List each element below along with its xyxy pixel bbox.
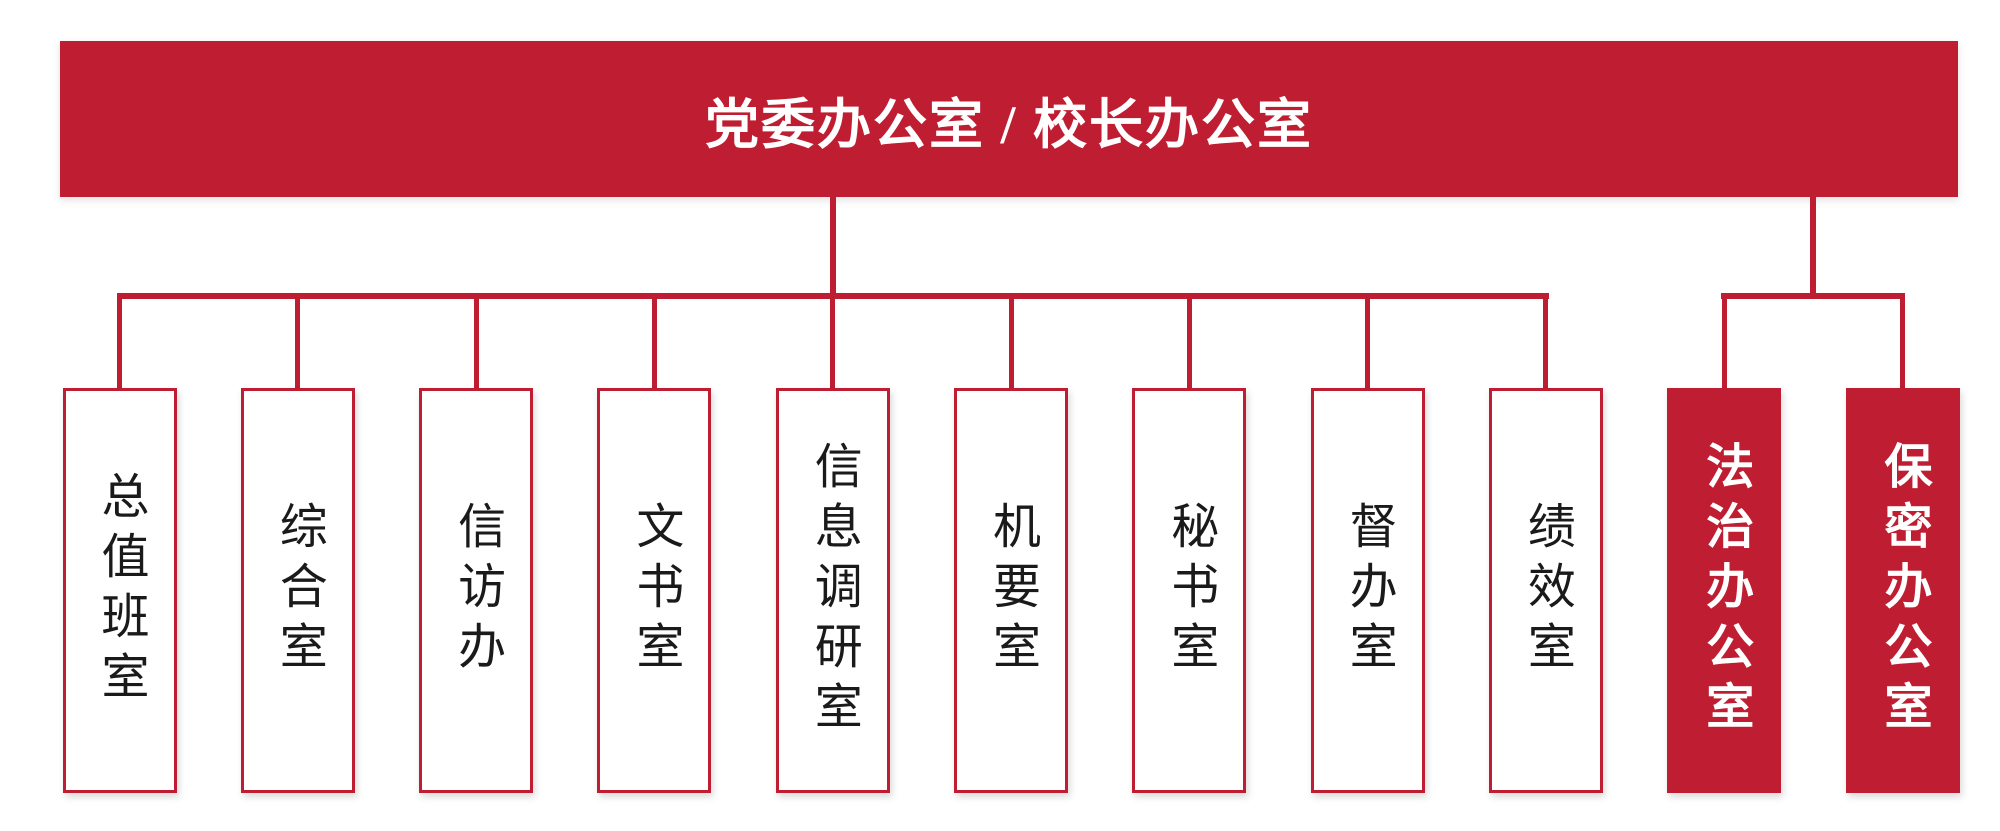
department-node: 文书室 <box>597 388 712 793</box>
department-node-label: 机要室 <box>985 500 1038 681</box>
connector-stub <box>117 293 122 392</box>
department-node: 督办室 <box>1310 388 1425 793</box>
department-node: 总值班室 <box>62 388 177 793</box>
department-node: 信息调研室 <box>775 388 890 793</box>
department-node-label: 信访办 <box>450 500 504 681</box>
root-node: 党委办公室 / 校长办公室 <box>60 41 1958 197</box>
connector-stub <box>1365 293 1371 392</box>
connector-stub <box>1008 293 1014 392</box>
root-node-label: 党委办公室 / 校长办公室 <box>704 94 1313 155</box>
department-node-label: 保密办公室 <box>1876 440 1930 741</box>
connector-stub <box>830 293 836 392</box>
connector-stub <box>1900 293 1905 392</box>
department-node: 机要室 <box>954 388 1068 793</box>
connector-trunk-right <box>1810 197 1817 299</box>
department-node-label: 法治办公室 <box>1698 440 1752 741</box>
connector-stub <box>1721 293 1727 392</box>
department-node-label: 文书室 <box>628 500 682 681</box>
department-node: 综合室 <box>240 388 355 793</box>
department-node-label: 绩效室 <box>1519 500 1573 681</box>
department-node-label: 总值班室 <box>93 470 147 711</box>
department-node-label: 综合室 <box>271 500 325 681</box>
connector-stub <box>1543 293 1549 392</box>
connector-stub <box>473 293 479 392</box>
connector-stub <box>651 293 657 392</box>
department-node: 信访办 <box>419 388 534 793</box>
department-node-label: 秘书室 <box>1163 500 1217 681</box>
department-node: 法治办公室 <box>1667 388 1782 793</box>
connector-trunk-main <box>829 197 836 299</box>
department-node: 绩效室 <box>1488 388 1603 793</box>
department-node: 秘书室 <box>1132 388 1247 793</box>
connector-stub <box>295 293 301 392</box>
department-node: 保密办公室 <box>1845 388 1960 793</box>
connector-stub <box>1186 293 1192 392</box>
department-node-label: 督办室 <box>1341 500 1395 681</box>
department-node-label: 信息调研室 <box>806 440 860 741</box>
